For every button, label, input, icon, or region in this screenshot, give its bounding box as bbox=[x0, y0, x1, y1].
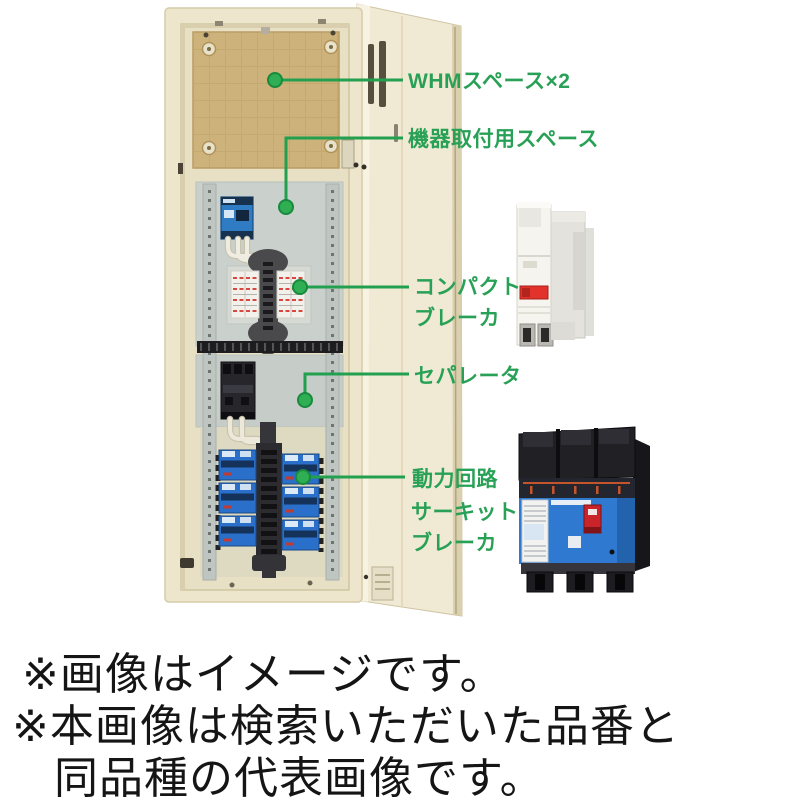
callout-label-circuit-breaker: サーキット ブレーカ bbox=[411, 497, 519, 559]
rating-label bbox=[523, 261, 537, 268]
callout-label-compact-breaker: コンパクト ブレーカ bbox=[414, 272, 522, 334]
door-vent-slit bbox=[368, 44, 374, 104]
disclaimer-line-1: ※画像はイメージです。 bbox=[22, 650, 505, 699]
power-circuit-cluster bbox=[215, 422, 324, 588]
power-branch-breakers-left bbox=[218, 449, 257, 547]
left-frame-hinge-mark bbox=[178, 163, 183, 174]
callout-dot-separator bbox=[297, 392, 313, 408]
callout-line-separator bbox=[303, 372, 409, 393]
callout-dot-compact-breaker bbox=[292, 279, 308, 295]
wiring-lower bbox=[226, 415, 266, 446]
callout-line-equipment-space bbox=[284, 136, 403, 200]
circuit-breaker-label-line1: サーキット bbox=[411, 501, 519, 524]
cabinet-door-open bbox=[354, 3, 463, 617]
power-main-breaker bbox=[220, 361, 266, 446]
brand-text-strip bbox=[551, 500, 591, 505]
door-vent-slit bbox=[379, 41, 386, 107]
compact-branch-breakers-left bbox=[230, 270, 260, 319]
door-name-plate bbox=[371, 566, 394, 601]
disclaimer-line-3: 同品種の代表画像です。 bbox=[54, 754, 545, 803]
callout-dots bbox=[267, 72, 313, 485]
compact-branch-breakers-right bbox=[276, 270, 306, 319]
callout-label-whm: WHMスペース×2 bbox=[408, 70, 571, 93]
callout-dot-power-circuit bbox=[295, 469, 311, 485]
compact-breaker-cluster bbox=[226, 249, 312, 354]
mccb-side-face bbox=[633, 438, 650, 572]
callout-dot-whm bbox=[267, 72, 283, 88]
compact-breaker-label-line2: ブレーカ bbox=[414, 307, 500, 330]
circuit-breaker-label-line2: ブレーカ bbox=[411, 532, 497, 555]
compact-breaker-label-line1: コンパクト bbox=[414, 276, 522, 299]
disclaimer-line-2: ※本画像は検索いただいた品番と bbox=[12, 702, 680, 751]
callout-dot-equipment-space bbox=[278, 199, 294, 215]
separator-terminal-bar bbox=[197, 341, 343, 353]
power-branch-breakers-right bbox=[281, 453, 320, 551]
compact-breaker-product-photo bbox=[516, 202, 594, 347]
breaker-body bbox=[516, 204, 552, 346]
mccb-product-photo bbox=[518, 426, 650, 593]
mccb-base bbox=[521, 563, 635, 574]
callout-label-power-circuit: 動力回路 bbox=[412, 468, 498, 491]
left-frame-slot bbox=[180, 558, 194, 568]
door-latch bbox=[341, 139, 355, 169]
mccb-navy-band bbox=[519, 478, 635, 498]
whm-mounting-board bbox=[192, 27, 340, 169]
callout-lines bbox=[275, 78, 409, 479]
callout-label-separator: セパレータ bbox=[414, 365, 522, 388]
callout-label-equipment-space: 機器取付用スペース bbox=[408, 128, 599, 151]
separator-plate bbox=[195, 354, 344, 428]
